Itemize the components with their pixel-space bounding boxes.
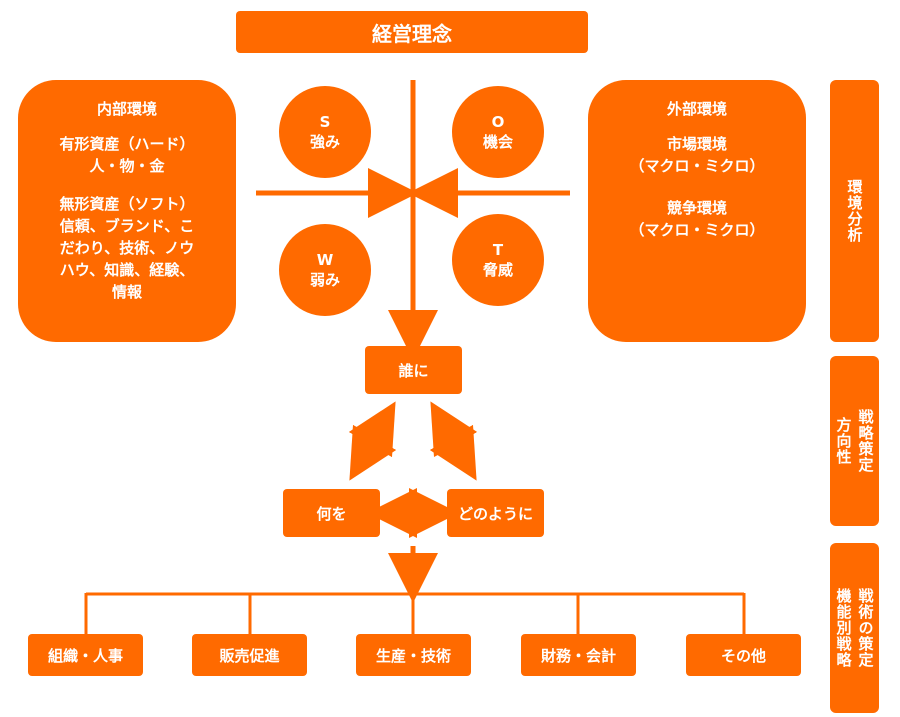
who-how-arrow	[429, 401, 478, 481]
internal-title: 内部環境	[96, 100, 157, 118]
strength-letter: S	[319, 113, 331, 131]
function-box-org-hr: 組織・人事	[28, 634, 143, 676]
weakness-letter: W	[316, 251, 334, 269]
internal-line: だわり、技術、ノウ	[59, 239, 195, 257]
internal-line: 人・物・金	[89, 157, 165, 175]
function-label: 組織・人事	[47, 646, 123, 665]
external-line: （マクロ・ミクロ）	[629, 221, 765, 239]
who-what-arrow	[348, 401, 397, 481]
side-label-direction-strategy: 方向性 戦略策定	[830, 356, 879, 526]
side-text: 環境分析	[845, 179, 864, 243]
swot-strength-circle: S 強み	[279, 86, 371, 178]
function-label: 財務・会計	[540, 646, 616, 665]
function-box-production-tech: 生産・技術	[356, 634, 471, 676]
function-label: 販売促進	[219, 646, 280, 665]
function-label: 生産・技術	[375, 646, 451, 665]
threat-label: 脅威	[482, 261, 513, 279]
weakness-label: 弱み	[309, 271, 340, 289]
management-philosophy-label: 経営理念	[372, 21, 452, 46]
who-box: 誰に	[365, 346, 462, 394]
management-philosophy-box: 経営理念	[236, 11, 588, 53]
internal-line: 信頼、ブランド、こ	[59, 217, 195, 235]
external-environment-box: 外部環境 市場環境 （マクロ・ミクロ） 競争環境 （マクロ・ミクロ）	[588, 80, 806, 342]
what-label: 何を	[316, 504, 347, 523]
function-box-finance-accounting: 財務・会計	[521, 634, 636, 676]
external-title: 外部環境	[666, 100, 727, 118]
external-line: 市場環境	[666, 135, 727, 153]
side-label-environment-analysis: 環境分析	[830, 80, 879, 342]
opportunity-letter: O	[491, 113, 505, 131]
threat-letter: T	[492, 241, 504, 259]
opportunity-label: 機会	[482, 133, 513, 151]
internal-line: 有形資産（ハード）	[59, 135, 195, 153]
side-text: 戦術の策定	[856, 588, 875, 668]
external-line: 競争環境	[666, 199, 727, 217]
internal-line: ハウ、知識、経験、	[59, 261, 195, 279]
function-label: その他	[720, 646, 766, 665]
who-label: 誰に	[398, 361, 429, 380]
side-text: 機能別戦略	[834, 588, 853, 668]
side-label-functional-strategy: 機能別戦略 戦術の策定	[830, 543, 879, 713]
how-box: どのように	[447, 489, 544, 537]
internal-environment-box: 内部環境 有形資産（ハード） 人・物・金 無形資産（ソフト） 信頼、ブランド、こ…	[18, 80, 236, 342]
side-text: 方向性	[834, 417, 853, 465]
what-box: 何を	[283, 489, 380, 537]
internal-line: 無形資産（ソフト）	[59, 195, 195, 213]
side-text: 戦略策定	[856, 409, 875, 473]
swot-weakness-circle: W 弱み	[279, 224, 371, 316]
function-box-other: その他	[686, 634, 801, 676]
internal-line: 情報	[111, 283, 142, 301]
swot-opportunity-circle: O 機会	[452, 86, 544, 178]
strength-label: 強み	[309, 133, 340, 151]
function-box-sales-promotion: 販売促進	[192, 634, 307, 676]
swot-threat-circle: T 脅威	[452, 214, 544, 306]
external-line: （マクロ・ミクロ）	[629, 157, 765, 175]
how-label: どのように	[457, 504, 533, 523]
